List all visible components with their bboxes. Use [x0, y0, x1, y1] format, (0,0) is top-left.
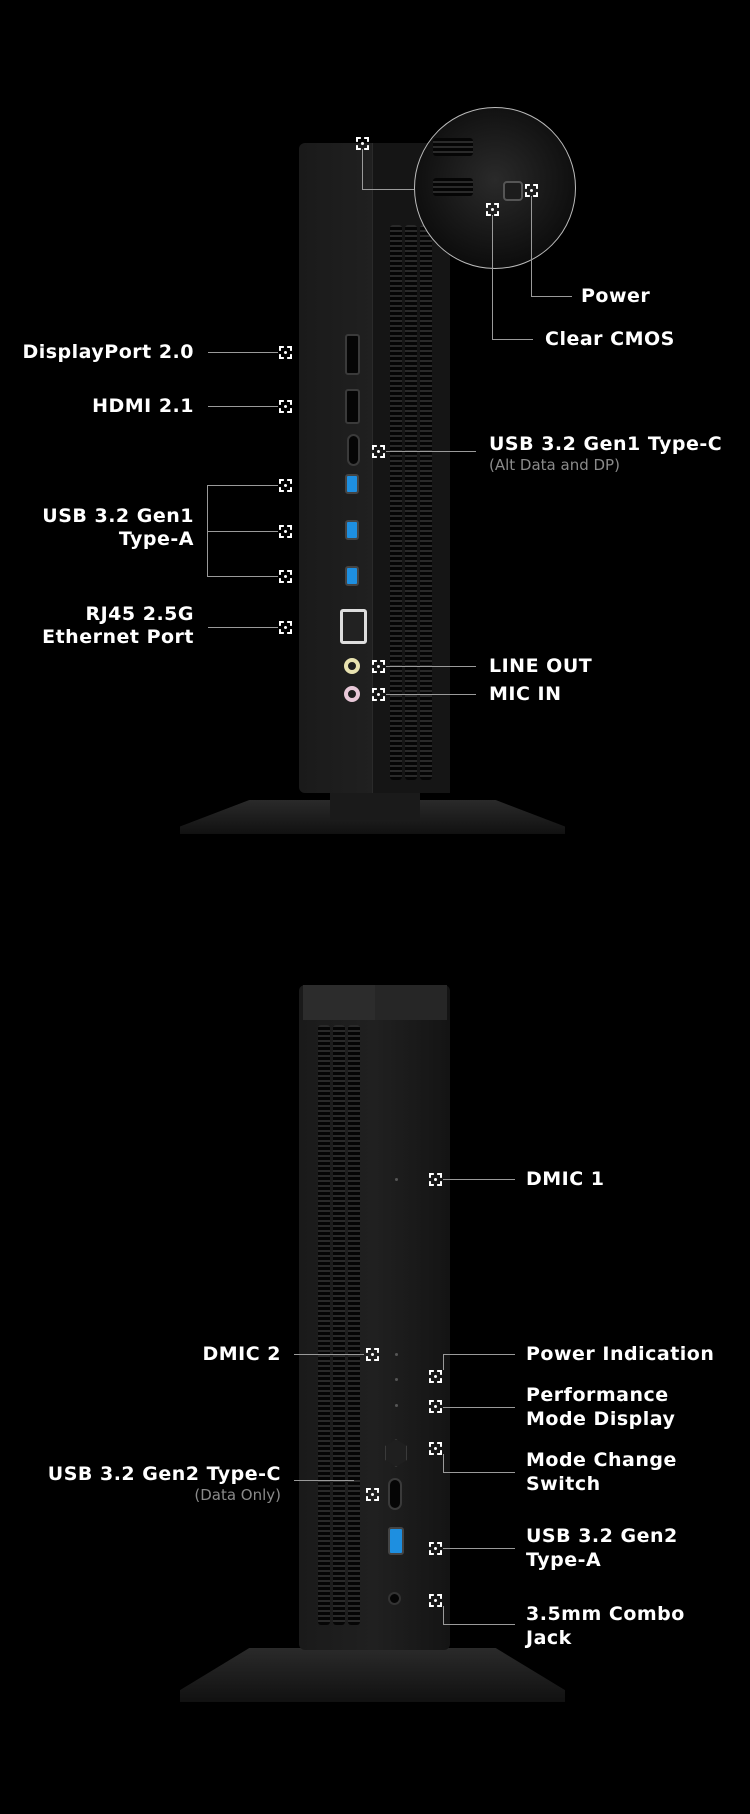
combo-jack-label-line2: Jack: [526, 1627, 572, 1649]
dmic2-hole: [395, 1353, 398, 1356]
dmic2-label: DMIC 2: [202, 1343, 281, 1365]
usb-a-label-line1: USB 3.2 Gen1: [42, 505, 194, 527]
usb-c-marker: [372, 445, 385, 458]
dmic2-marker: [366, 1348, 379, 1361]
vent: [433, 138, 473, 156]
perf-mode-label-line2: Mode Display: [526, 1408, 676, 1430]
usb-c-sublabel: (Alt Data and DP): [489, 456, 620, 474]
displayport-marker: [279, 346, 292, 359]
usb-a-port: [345, 566, 359, 586]
hdmi-port: [345, 389, 360, 424]
hdmi-marker: [279, 400, 292, 413]
zoom-circle: [414, 107, 576, 269]
usb-c-port: [347, 434, 360, 466]
vent: [433, 178, 473, 196]
combo-jack-marker: [429, 1594, 442, 1607]
rj45-label-line2: Ethernet Port: [42, 626, 194, 648]
power-button-icon: [503, 181, 523, 201]
vent: [390, 225, 402, 780]
vent: [405, 225, 417, 780]
power-led: [395, 1378, 398, 1381]
usb-a-port: [345, 520, 359, 540]
mode-switch-label-line2: Switch: [526, 1473, 601, 1495]
usb-c-port: [388, 1478, 402, 1510]
line-out-marker: [372, 660, 385, 673]
power-indication-marker: [429, 1370, 442, 1383]
mic-in-marker: [372, 688, 385, 701]
dmic1-label: DMIC 1: [526, 1168, 605, 1190]
mode-led: [395, 1404, 398, 1407]
mic-in-label: MIC IN: [489, 683, 562, 705]
usb-a-marker: [279, 479, 292, 492]
combo-jack-label-line1: 3.5mm Combo: [526, 1603, 685, 1625]
usb-a-marker: [279, 525, 292, 538]
usb-a-gen2-label-line2: Type-A: [526, 1549, 602, 1571]
stand: [180, 1648, 565, 1702]
clear-cmos-label: Clear CMOS: [545, 328, 675, 350]
mode-switch-label-line1: Mode Change: [526, 1449, 677, 1471]
mode-switch-button: [385, 1439, 407, 1467]
dmic1-hole: [395, 1178, 398, 1181]
power-label: Power: [581, 285, 651, 307]
vent: [420, 225, 432, 780]
power-indication-label: Power Indication: [526, 1343, 715, 1365]
perf-mode-label-line1: Performance: [526, 1384, 669, 1406]
usb-c-gen2-sublabel: (Data Only): [194, 1486, 281, 1504]
usb-a-label-line2: Type-A: [118, 528, 194, 550]
usb-a-gen2-marker: [429, 1542, 442, 1555]
rj45-port: [340, 609, 367, 644]
usb-c-label: USB 3.2 Gen1 Type-C: [489, 433, 723, 455]
usb-c-gen2-label: USB 3.2 Gen2 Type-C: [47, 1463, 281, 1485]
combo-jack: [388, 1592, 401, 1605]
displayport-label: DisplayPort 2.0: [22, 341, 194, 363]
usb-a-port: [345, 474, 359, 494]
stand-neck: [330, 790, 420, 820]
usb-a-port: [388, 1527, 404, 1555]
line-out-label: LINE OUT: [489, 655, 593, 677]
vent: [318, 1025, 330, 1625]
vent: [348, 1025, 360, 1625]
usb-a-gen2-label-line1: USB 3.2 Gen2: [526, 1525, 678, 1547]
usb-c-gen2-marker: [366, 1488, 379, 1501]
line-out-jack: [344, 658, 360, 674]
usb-a-marker: [279, 570, 292, 583]
rj45-marker: [279, 621, 292, 634]
vent: [333, 1025, 345, 1625]
displayport-port: [345, 334, 360, 375]
top-bevel: [303, 985, 375, 1020]
mic-in-jack: [344, 686, 360, 702]
mode-switch-marker: [429, 1442, 442, 1455]
hdmi-label: HDMI 2.1: [92, 395, 194, 417]
top-bevel: [375, 985, 447, 1020]
rj45-label-line1: RJ45 2.5G: [85, 603, 194, 625]
dmic1-marker: [429, 1173, 442, 1186]
perf-mode-marker: [429, 1400, 442, 1413]
